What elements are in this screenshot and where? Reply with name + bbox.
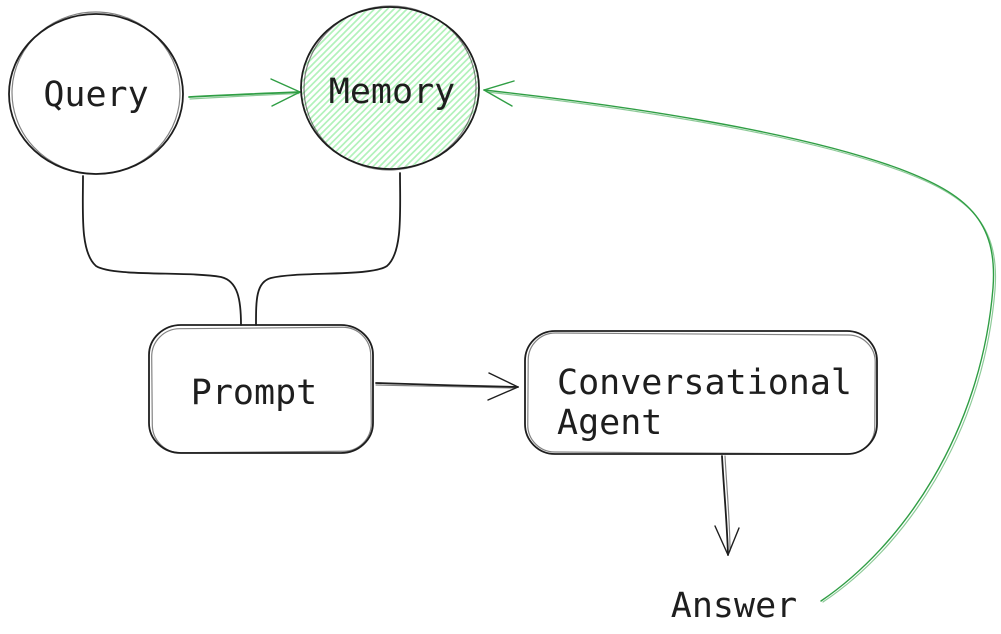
edge-answer-to-memory [483, 80, 997, 603]
arrowhead-agent-left [488, 372, 519, 388]
memory-node-label: Memory [329, 72, 455, 112]
edge-agent-to-answer [714, 455, 740, 556]
edge-prompt-to-agent [375, 372, 519, 401]
arrowhead-memory-left [270, 78, 301, 93]
prompt-node: Prompt [148, 324, 374, 454]
agent-node-label-line2: Agent [557, 403, 662, 443]
edge-query-to-memory [188, 78, 301, 107]
answer-node-label: Answer [671, 586, 797, 626]
arrowhead-memory-right [483, 80, 515, 91]
edge-query-to-prompt [81, 175, 242, 326]
prompt-node-label: Prompt [191, 373, 317, 413]
memory-node: Memory [300, 5, 480, 171]
arrowhead-answer-top [714, 525, 729, 556]
query-node-label: Query [43, 75, 148, 115]
query-node: Query [8, 11, 184, 175]
edge-memory-to-prompt [255, 172, 402, 326]
agent-node: Conversational Agent [524, 330, 878, 455]
memory-node-fill [302, 8, 478, 168]
agent-node-label-line1: Conversational [557, 363, 852, 403]
